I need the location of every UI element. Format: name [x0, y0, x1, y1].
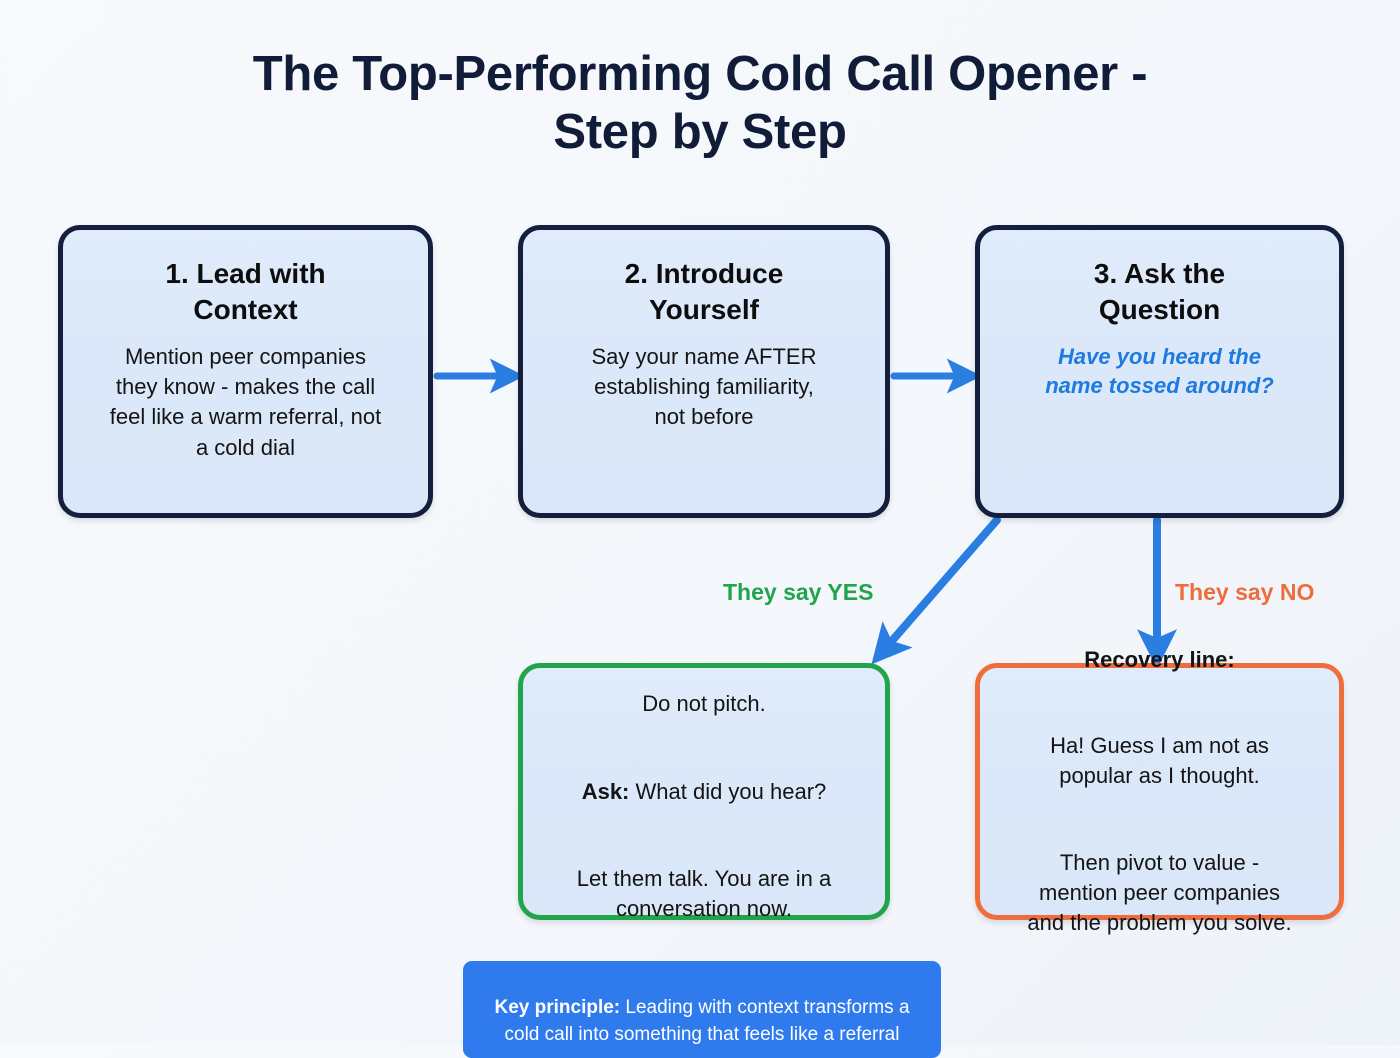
yes-line-1: Do not pitch. [642, 659, 766, 719]
yes-line-2-text: What did you hear? [629, 778, 827, 804]
yes-line-3: Let them talk. You are in a conversation… [577, 834, 831, 924]
branch-label-no: They say NO [1175, 579, 1315, 605]
no-line-2-text: Then pivot to value - mention peer compa… [1027, 850, 1292, 936]
branch-label-yes: They say YES [723, 579, 874, 605]
step-2-body: Say your name AFTER establishing familia… [591, 343, 817, 430]
key-principle-lead: Key principle: [494, 996, 621, 1018]
no-line-2: Then pivot to value - mention peer compa… [1027, 819, 1291, 939]
no-line-1: Ha! Guess I am not as popular as I thoug… [1050, 701, 1269, 791]
yes-line-2-lead: Ask: [581, 778, 630, 804]
no-heading: Recovery line: [1084, 646, 1235, 672]
key-principle-banner: Key principle: Leading with context tran… [463, 961, 941, 1058]
key-principle-text: Leading with context transforms a cold c… [504, 996, 910, 1045]
step-box-3[interactable]: 3. Ask the Question Have you heard the n… [975, 225, 1344, 518]
step-1-title: 1. Lead with Context [165, 258, 326, 325]
step-3-body: Have you heard the name tossed around? [1045, 343, 1274, 399]
step-1-body: Mention peer companies they know - makes… [109, 343, 382, 460]
no-line-1-text: Ha! Guess I am not as popular as I thoug… [1050, 732, 1269, 788]
page-title: The Top-Performing Cold Call Opener - St… [252, 47, 1148, 159]
step-3-title: 3. Ask the Question [1093, 258, 1226, 325]
outcome-box-no[interactable]: Recovery line: Ha! Guess I am not as pop… [975, 647, 1344, 935]
arrow-step3-to-yes [871, 516, 1001, 665]
yes-line-3-text: Let them talk. You are in a conversation… [576, 866, 832, 922]
outcome-box-yes[interactable]: Do not pitch. Ask: What did you hear? Le… [518, 663, 890, 921]
yes-line-1-text: Do not pitch. [642, 690, 766, 716]
step-2-title: 2. Introduce Yourself [624, 258, 784, 325]
yes-line-2: Ask: What did you hear? [582, 747, 827, 807]
step-box-1[interactable]: 1. Lead with Context Mention peer compan… [58, 225, 433, 518]
step-box-2[interactable]: 2. Introduce Yourself Say your name AFTE… [518, 225, 890, 518]
